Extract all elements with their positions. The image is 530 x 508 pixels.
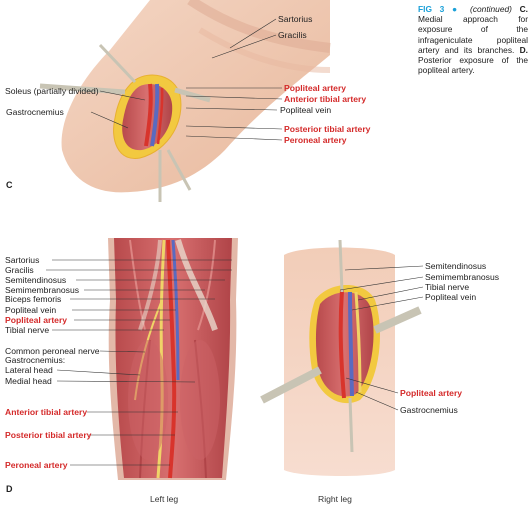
c-label-anterior-tibial-artery: Anterior tibial artery xyxy=(284,94,367,104)
d-label-anterior-tibial-artery: Anterior tibial artery xyxy=(5,407,88,417)
panel-d-left-illustration xyxy=(108,238,238,480)
c-label-popliteal-vein: Popliteal vein xyxy=(280,105,332,115)
d-label-biceps-femoris: Biceps femoris xyxy=(5,294,62,304)
panel-c-letter: C xyxy=(6,180,13,190)
d-label-posterior-tibial-artery: Posterior tibial artery xyxy=(5,430,92,440)
c-label-popliteal-artery: Popliteal artery xyxy=(284,83,347,93)
d-label-sartorius: Sartorius xyxy=(5,255,40,265)
d-label-common-peroneal-nerve: Common peroneal nerve xyxy=(5,346,100,356)
c-label-sartorius: Sartorius xyxy=(278,14,313,24)
d-right-label-semimembranosus: Semimembranosus xyxy=(425,272,500,282)
d-right-label-semitendinosus: Semitendinosus xyxy=(425,261,487,271)
caption-c-letter: C. xyxy=(519,4,528,14)
d-right-label-gastrocnemius: Gastrocnemius xyxy=(400,405,458,415)
right-leg-caption: Right leg xyxy=(318,494,352,504)
c-label-gracilis: Gracilis xyxy=(278,30,307,40)
figure-caption: FIG 3 ● (continued) C. Medial approach f… xyxy=(418,4,528,75)
d-right-label-popliteal-vein: Popliteal vein xyxy=(425,292,477,302)
d-label-tibial-nerve: Tibial nerve xyxy=(5,325,50,335)
d-label-popliteal-artery: Popliteal artery xyxy=(5,315,68,325)
d-label-peroneal-artery: Peroneal artery xyxy=(5,460,68,470)
c-label-posterior-tibial-artery: Posterior tibial artery xyxy=(284,124,371,134)
d-label-popliteal-vein: Popliteal vein xyxy=(5,305,57,315)
figure-number: FIG 3 xyxy=(418,4,445,14)
caption-c-text: Medial approach for exposure of the infr… xyxy=(418,14,528,55)
c-label-soleus: Soleus (partially divided) xyxy=(5,86,99,96)
d-label-gracilis: Gracilis xyxy=(5,265,34,275)
c-label-gastrocnemius: Gastrocnemius xyxy=(6,107,64,117)
panel-d-letter: D xyxy=(6,484,13,494)
caption-continued: (continued) xyxy=(470,4,512,14)
d-label-semimembranosus: Semimembranosus xyxy=(5,285,80,295)
d-right-label-popliteal-artery: Popliteal artery xyxy=(400,388,463,398)
panel-d-right-illustration xyxy=(260,239,422,476)
c-label-peroneal-artery: Peroneal artery xyxy=(284,135,347,145)
caption-d-letter: D. xyxy=(519,44,528,55)
leader-lines xyxy=(46,18,424,466)
d-right-label-tibial-nerve: Tibial nerve xyxy=(425,282,470,292)
caption-bullet: ● xyxy=(451,4,463,14)
d-label-semitendinosus: Semitendinosus xyxy=(5,275,67,285)
d-label-gastrocnemius: Gastrocnemius: xyxy=(5,355,66,365)
d-label-medial-head: Medial head xyxy=(5,376,52,386)
d-label-lateral-head: Lateral head xyxy=(5,365,53,375)
left-leg-caption: Left leg xyxy=(150,494,179,504)
caption-d-text: Posterior exposure of the popliteal arte… xyxy=(418,55,528,76)
